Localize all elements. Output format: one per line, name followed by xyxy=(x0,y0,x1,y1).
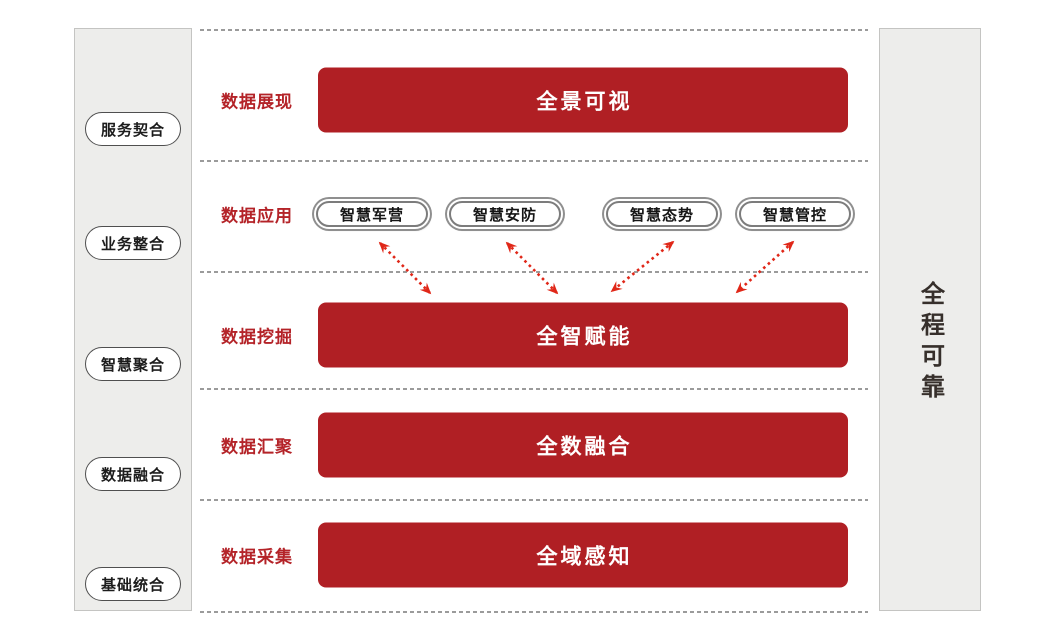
link-arrow xyxy=(505,241,559,295)
row-label: 数据应用 xyxy=(221,206,293,226)
app-pill: 智慧安防 xyxy=(449,201,561,227)
dotted-separator xyxy=(200,499,868,501)
row-label: 数据汇聚 xyxy=(221,437,293,457)
capability-pill: 业务整合 xyxy=(85,226,181,260)
layer-bar: 全数融合 xyxy=(318,412,848,478)
link-arrow xyxy=(735,240,795,294)
capability-pill: 智慧聚合 xyxy=(85,347,181,381)
dotted-separator xyxy=(200,388,868,390)
link-arrow xyxy=(378,241,432,295)
link-arrow xyxy=(610,240,675,293)
capability-pill: 服务契合 xyxy=(85,112,181,146)
row-label: 数据挖掘 xyxy=(221,327,293,347)
left-capability-panel: 服务契合业务整合智慧聚合数据融合基础统合 xyxy=(74,28,192,611)
layer-bar: 全域感知 xyxy=(318,522,848,588)
app-pill: 智慧军营 xyxy=(316,201,428,227)
app-pill: 智慧态势 xyxy=(606,201,718,227)
right-assurance-panel: 全程可靠 xyxy=(879,28,981,611)
layer-bar: 全智赋能 xyxy=(318,302,848,368)
dotted-separator xyxy=(200,611,868,613)
app-pill: 智慧管控 xyxy=(739,201,851,227)
layer-bar: 全景可视 xyxy=(318,67,848,133)
row-label: 数据采集 xyxy=(221,547,293,567)
dotted-separator xyxy=(200,160,868,162)
dotted-separator xyxy=(200,29,868,31)
capability-pill: 基础统合 xyxy=(85,567,181,601)
capability-pill: 数据融合 xyxy=(85,457,181,491)
dotted-separator xyxy=(200,271,868,273)
assurance-vertical-label: 全程可靠 xyxy=(916,281,944,405)
row-label: 数据展现 xyxy=(221,92,293,112)
